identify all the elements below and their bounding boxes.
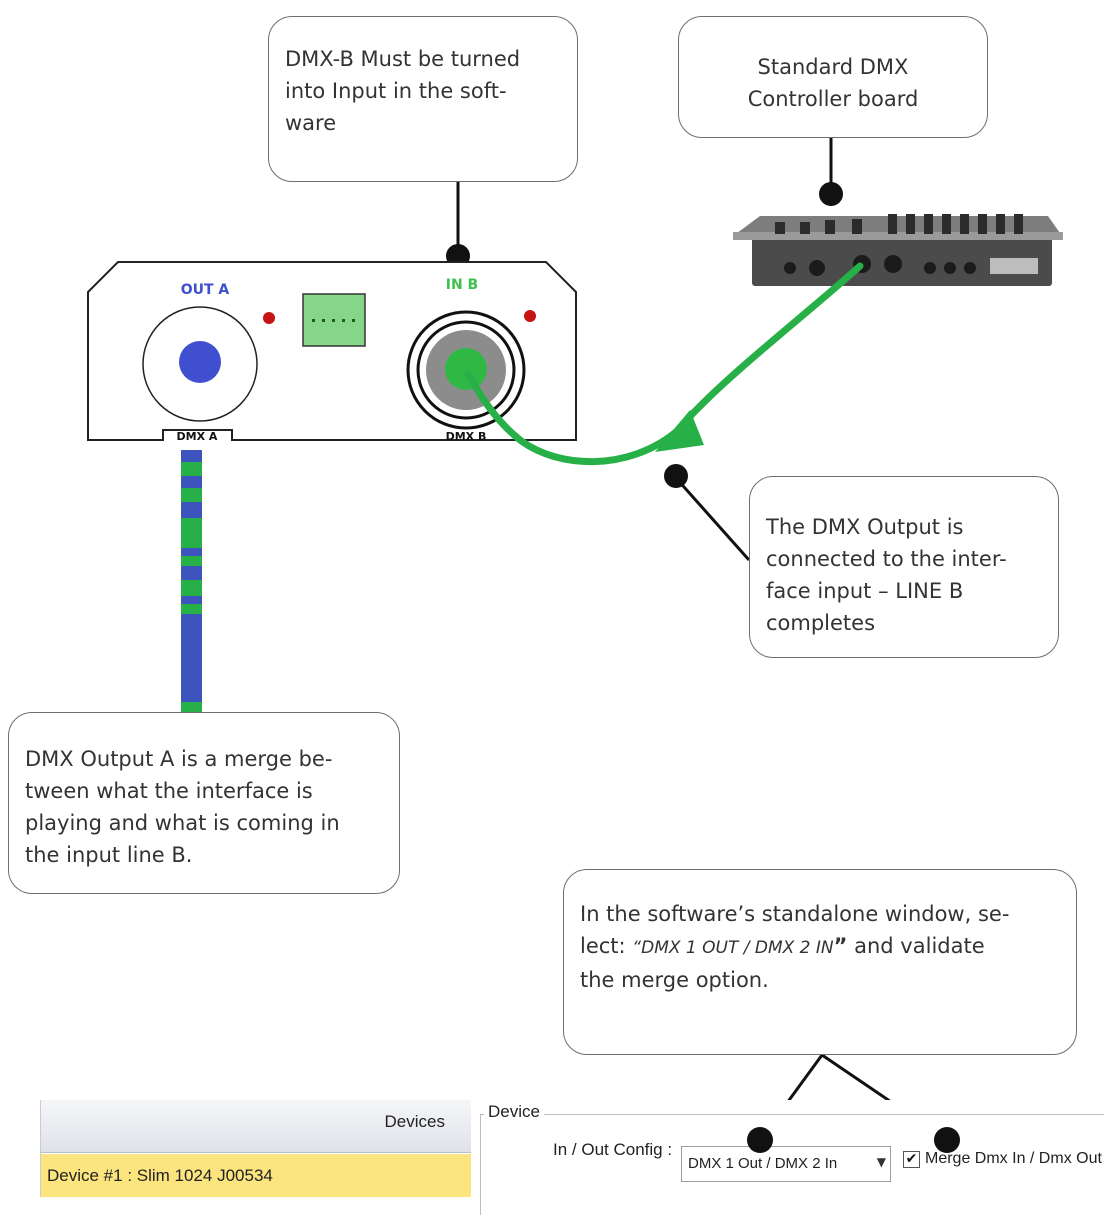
dmx-controller-board	[733, 214, 1063, 286]
led-b	[524, 310, 536, 322]
port-a-plug	[179, 341, 221, 383]
led-a	[263, 312, 275, 324]
connector-dot-merge	[934, 1127, 960, 1153]
devices-header: Devices	[41, 1100, 471, 1153]
device-name: Device #1 : Slim 1024 J00534	[47, 1166, 273, 1185]
callout-controller-board: Standard DMX Controller board	[678, 16, 988, 138]
devices-panel: Devices Device #1 : Slim 1024 J00534	[40, 1100, 471, 1197]
port-b-plug	[445, 348, 487, 390]
dmx-cable-b	[464, 262, 864, 465]
in-out-config-label: In / Out Config :	[553, 1140, 673, 1159]
in-out-config-select[interactable]: DMX 1 Out / DMX 2 In ▼	[681, 1146, 891, 1182]
in-b-label: IN B	[446, 277, 478, 293]
callout-dmx-b-input: DMX-B Must be turned into Input in the s…	[268, 16, 578, 182]
dmx-cable-a	[181, 450, 202, 712]
connector-dot-controller	[819, 182, 843, 206]
out-a-label: OUT A	[181, 282, 230, 298]
connector-dot-config	[747, 1127, 773, 1153]
merge-checkbox-label[interactable]: Merge Dmx In / Dmx Out	[925, 1150, 1102, 1167]
connector-dot-cable	[664, 464, 688, 488]
connector-mid-right	[674, 477, 751, 561]
dmx-b-label: DMX B	[446, 430, 487, 443]
device-group-label: Device	[484, 1102, 544, 1122]
devices-title: Devices	[384, 1112, 445, 1131]
dropdown-arrow-icon: ▼	[876, 1155, 886, 1169]
callout-dmx-output-connection: The DMX Output is connected to the inter…	[749, 476, 1059, 658]
merge-checkbox[interactable]: ✔	[903, 1151, 920, 1168]
device-group-box	[480, 1114, 1104, 1215]
device-list-item[interactable]: Device #1 : Slim 1024 J00534	[41, 1154, 471, 1197]
cable-arrow-head	[655, 410, 704, 452]
in-out-config-value: DMX 1 Out / DMX 2 In	[688, 1155, 838, 1172]
callout-output-a-merge: DMX Output A is a merge be- tween what t…	[8, 712, 400, 894]
dmx-a-label: DMX A	[177, 430, 218, 443]
dmx-interface-device	[87, 261, 577, 441]
callout-software-instructions: In the software’s standalone window, se-…	[563, 869, 1077, 1055]
software-ui-strip: Devices Device #1 : Slim 1024 J00534 Dev…	[0, 1100, 1104, 1215]
